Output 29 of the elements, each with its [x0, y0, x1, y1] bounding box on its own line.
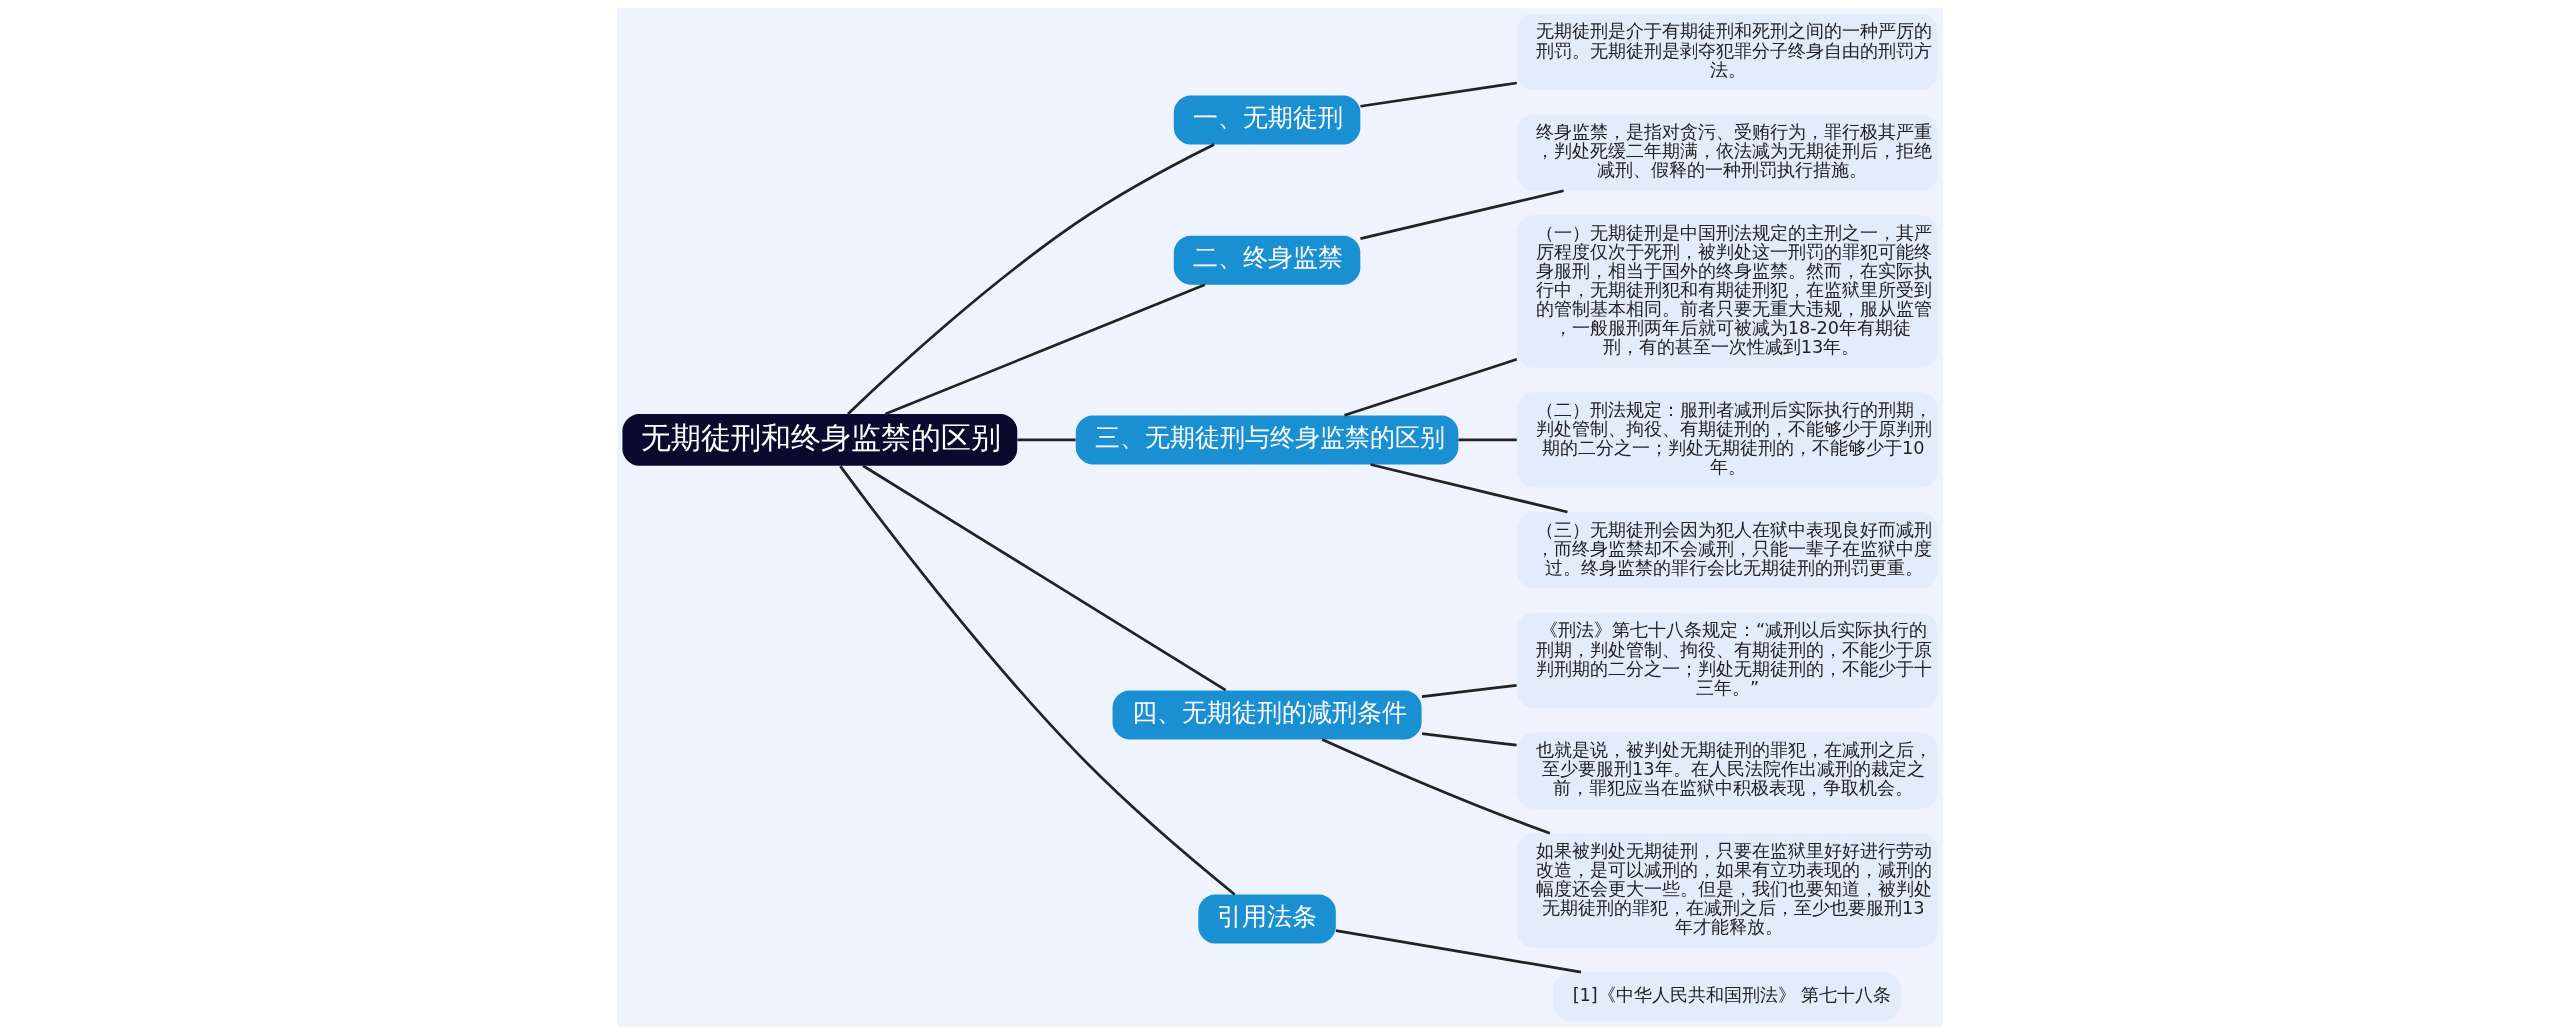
node-box: 引用法条: [1198, 894, 1336, 944]
connector: [862, 464, 1227, 692]
connector: [847, 143, 1215, 415]
connector: [1458, 438, 1517, 442]
node-box: 无期徒刑和终身监禁的区别: [622, 414, 1018, 466]
node-box: （三）无期徒刑会因为犯人在狱中表现良好而减刑，而终身监禁却不会减刑，只能一辈子在监狱中度过。终身监禁的罪行会比无期徒刑的刑罚更重。: [1516, 512, 1938, 589]
connector: [1421, 732, 1517, 747]
node-box: 一、无期徒刑: [1173, 95, 1361, 145]
connector: [1360, 189, 1564, 240]
node-box: 《刑法》第七十八条规定：“减刑以后实际执行的刑期，判处管制、拘役、有期徒刑的，不能少于原判刑期的二分之一；判处无期徒刑的，不能少于十三年。”: [1516, 612, 1938, 709]
node-box: （二）刑法规定：服刑者减刑后实际执行的刑期，判处管制、拘役、有期徒刑的，不能够少于原判刑期的二分之一；判处无期徒刑的，不能够少于10年。: [1516, 392, 1938, 488]
connector: [1360, 81, 1517, 108]
node-box: [1]《中华人民共和国刑法》 第七十八条: [1553, 972, 1901, 1022]
connector: [1321, 738, 1551, 835]
node-box: 二、终身监禁: [1173, 235, 1361, 285]
node-box: 无期徒刑是介于有期徒刑和死刑之间的一种严厉的刑罚。无期徒刑是剥夺犯罪分子终身自由的刑罚方法。: [1516, 13, 1938, 90]
connector: [1335, 929, 1582, 974]
connector: [1370, 463, 1568, 514]
node-box: 如果被判处无期徒刑，只要在监狱里好好进行劳动改造，是可以减刑的，如果有立功表现的，减刑的幅度还会更大一些。但是，我们也要知道，被判处无期徒刑的罪犯，在减刑之后，至少也要服刑13年才能释放。: [1516, 833, 1938, 948]
connector: [884, 283, 1206, 416]
node-box: 四、无期徒刑的减刑条件: [1112, 690, 1422, 740]
connector: [1421, 684, 1517, 698]
node-box: 也就是说，被判处无期徒刑的罪犯，在减刑之后，至少要服刑13年。在人民法院作出减刑的裁定之前，罪犯应当在监狱中积极表现，争取机会。: [1516, 732, 1938, 809]
connector: [1344, 358, 1518, 417]
connector: [1017, 438, 1076, 442]
node-box: 终身监禁，是指对贪污、受贿行为，罪行极其严重，判处死缓二年期满，依法减为无期徒刑后，拒绝减刑、假释的一种刑罚执行措施。: [1516, 114, 1938, 191]
node-box: 三、无期徒刑与终身监禁的区别: [1075, 415, 1459, 465]
connector: [839, 465, 1236, 896]
node-box: （一）无期徒刑是中国刑法规定的主刑之一，其严厉程度仅次于死刑，被判处这一刑罚的罪犯可能终身服刑，相当于国外的终身监禁。然而，在实际执行中，无期徒刑犯和有期徒刑犯，在监狱里所受到的管制基本相同。前者只要无重大违规，服从监管，一般服刑两年后就可被减为18-20年有期徒刑，有的甚至一次性减到13年。: [1516, 215, 1938, 368]
